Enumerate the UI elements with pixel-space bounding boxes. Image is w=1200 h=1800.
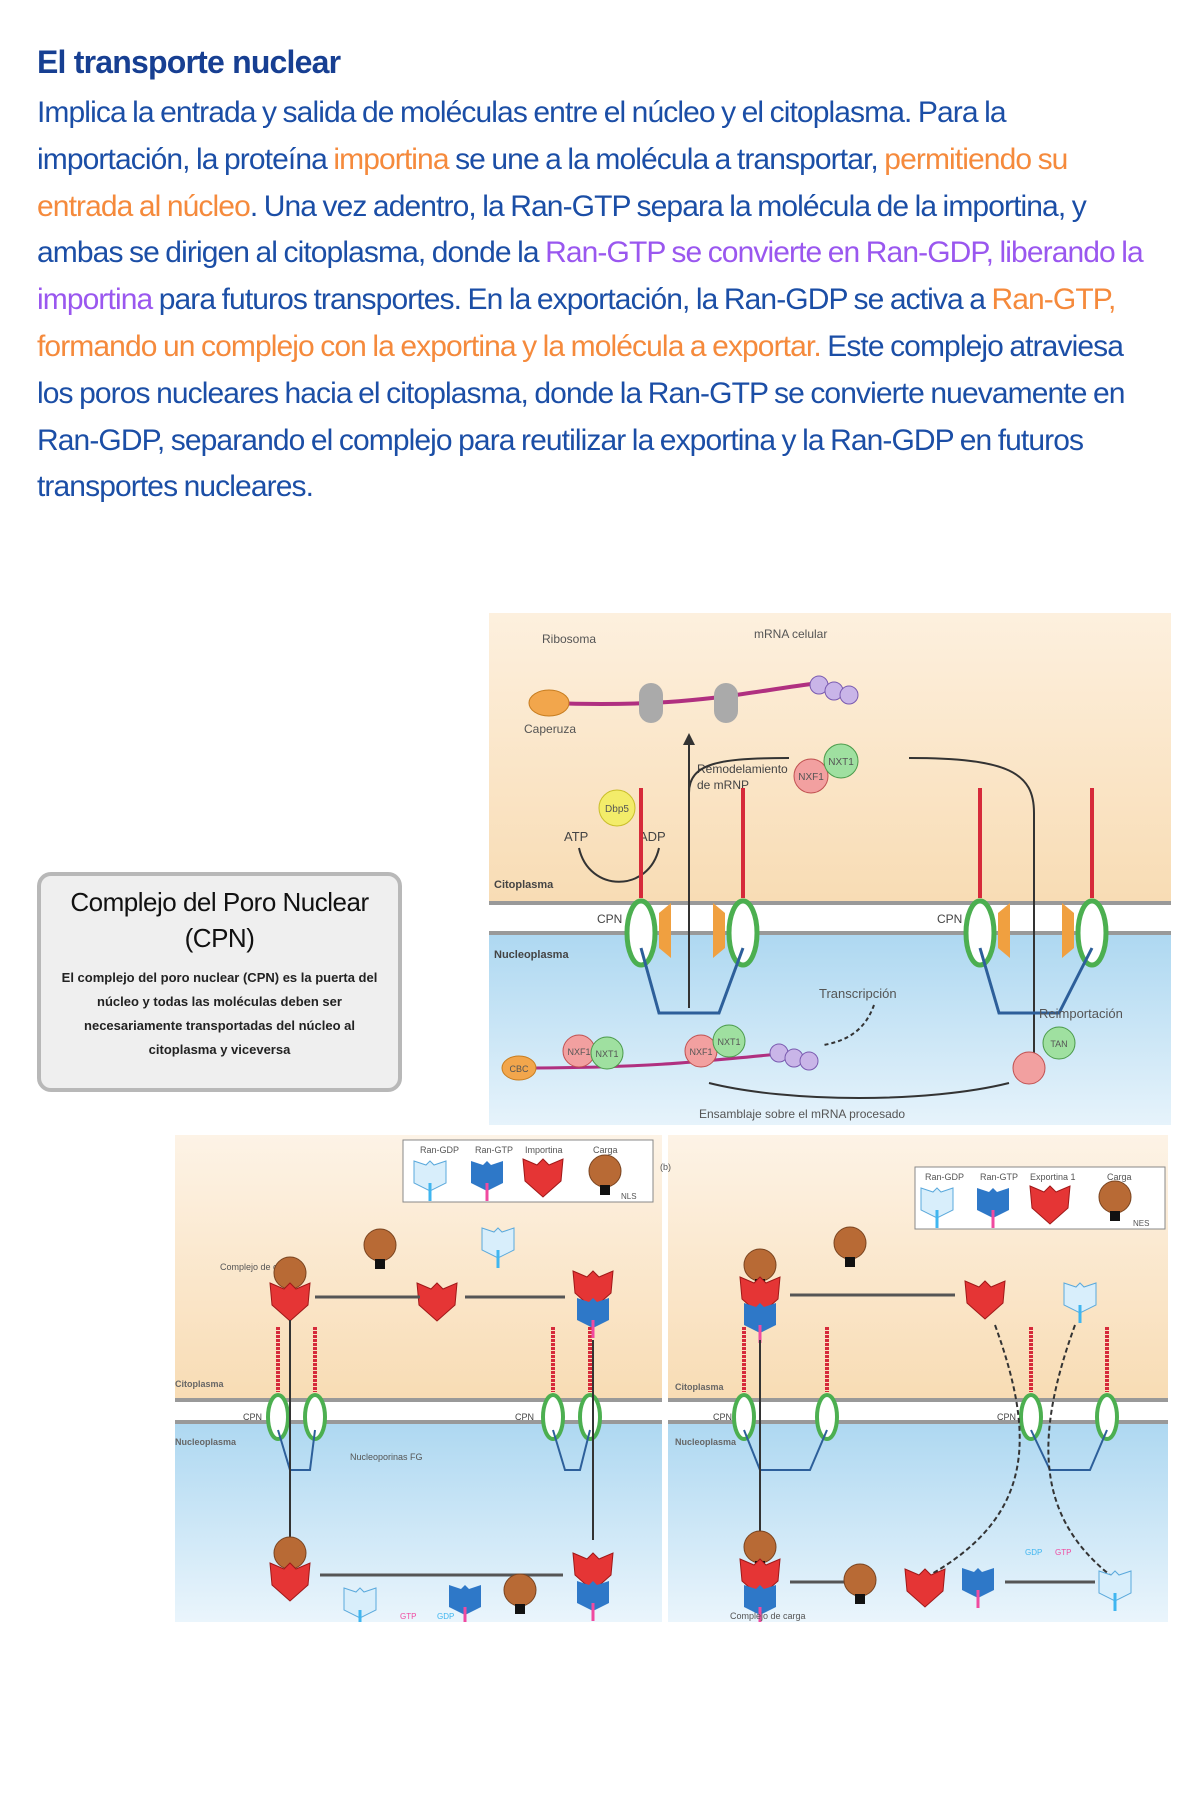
- body-paragraph: Implica la entrada y salida de moléculas…: [37, 90, 1157, 511]
- label-cbc: CBC: [509, 1064, 529, 1074]
- text-segment: . Una vez adentro, la Ran-GTP separa la …: [37, 189, 1087, 270]
- label-nxt1: NXT1: [828, 757, 854, 768]
- highlight-importina: importina: [333, 142, 449, 176]
- label-nls: NLS: [621, 1192, 637, 1201]
- label-reimportacion: Reimportación: [1039, 1006, 1123, 1021]
- cpn-box-title: Complejo del Poro Nuclear (CPN): [70, 887, 369, 953]
- legend-carga: Carga: [593, 1145, 618, 1155]
- label-cpn: CPN: [997, 1412, 1016, 1422]
- label-cpn: CPN: [243, 1412, 262, 1422]
- label-de-mrnp: de mRNP: [697, 778, 749, 792]
- caperuza-shape: [528, 689, 570, 717]
- legend-carga: Carga: [1107, 1172, 1132, 1182]
- cpn-box-body: El complejo del poro nuclear (CPN) es la…: [61, 970, 378, 1057]
- label-adp: ADP: [639, 829, 666, 844]
- label-nucleoporinas: Nucleoporinas FG: [350, 1452, 423, 1462]
- label-ribosoma: Ribosoma: [542, 632, 596, 646]
- nxf1-node: NXF1: [793, 758, 829, 794]
- label-citoplasma: Citoplasma: [675, 1382, 725, 1392]
- text-segment: Implica la entrada y salida de moléculas…: [37, 96, 1007, 176]
- text-segment: Este complejo atraviesa los poros nuclea…: [37, 329, 1125, 504]
- label-nxf1: NXF1: [798, 772, 824, 783]
- protein-cluster: [809, 675, 859, 705]
- label-dbp5: Dbp5: [605, 804, 629, 815]
- legend-importina: Importina: [525, 1145, 563, 1155]
- nxf1-node: NXF1: [562, 1034, 596, 1068]
- legend-export: Ran-GDP Ran-GTP Exportina 1 Carga NES: [914, 1166, 1166, 1230]
- page-title: El transporte nuclear: [37, 44, 341, 80]
- nxt1-node: NXT1: [823, 743, 859, 779]
- nxt1-node: NXT1: [712, 1024, 746, 1058]
- legend-import: Ran-GDP Ran-GTP Importina Carga NLS: [402, 1139, 654, 1203]
- label-citoplasma: Citoplasma: [494, 879, 554, 891]
- label-nucleoplasma: Nucleoplasma: [675, 1437, 737, 1447]
- label-cpn: CPN: [937, 912, 962, 926]
- ribosome-shape: [639, 683, 663, 723]
- mrna-export-diagram: Ribosoma mRNA celular Caperuza Remodelam…: [489, 613, 1171, 1125]
- nxt1-node: NXT1: [590, 1036, 624, 1070]
- nxf1-node: [1012, 1051, 1046, 1085]
- label-transcripcion: Transcripción: [819, 986, 897, 1001]
- label-complejo-carga: Complejo de carga: [220, 1262, 296, 1272]
- highlight-ran-conversion: Ran-GTP se convierte en Ran-GDP, liberan…: [37, 236, 1144, 317]
- legend-ran-gdp: Ran-GDP: [420, 1145, 459, 1155]
- highlight-entrada: permitiendo su entrada al núcleo: [37, 142, 1068, 223]
- protein-cluster: [769, 1043, 819, 1071]
- highlight-exportacion: Ran-GTP, formando un complejo con la exp…: [37, 283, 1116, 363]
- panel-b-label: (b): [660, 1162, 671, 1172]
- label-gtp: GTP: [400, 1612, 416, 1621]
- label-ensamblaje: Ensamblaje sobre el mRNA procesado: [699, 1107, 905, 1121]
- legend-ran-gtp: Ran-GTP: [980, 1172, 1018, 1182]
- label-caperuza: Caperuza: [524, 722, 576, 736]
- label-gdp: GDP: [437, 1612, 454, 1621]
- nxf1-node: NXF1: [684, 1034, 718, 1068]
- cbc-node: CBC: [501, 1055, 537, 1081]
- dbp5-node: Dbp5: [598, 789, 636, 827]
- label-nxf1: NXF1: [567, 1047, 590, 1057]
- label-atp: ATP: [564, 829, 588, 844]
- label-nucleoplasma: Nucleoplasma: [175, 1437, 237, 1447]
- legend-ran-gtp: Ran-GTP: [475, 1145, 513, 1155]
- label-mrna-celular: mRNA celular: [754, 627, 827, 641]
- tan-node: TAN: [1042, 1026, 1076, 1060]
- label-nxt1: NXT1: [717, 1037, 740, 1047]
- label-cpn: CPN: [515, 1412, 534, 1422]
- label-cpn: CPN: [597, 912, 622, 926]
- text-segment: para futuros transportes. En la exportac…: [152, 283, 992, 317]
- label-nxf1: NXF1: [689, 1047, 712, 1057]
- cpn-info-box: Complejo del Poro Nuclear (CPN) El compl…: [37, 872, 402, 1092]
- label-nxt1: NXT1: [595, 1049, 618, 1059]
- legend-ran-gdp: Ran-GDP: [925, 1172, 964, 1182]
- text-segment: se une a la molécula a transportar,: [448, 142, 885, 176]
- label-gdp: GDP: [1025, 1548, 1042, 1557]
- label-tan: TAN: [1050, 1039, 1067, 1049]
- label-cpn: CPN: [713, 1412, 732, 1422]
- label-complejo-carga: Complejo de carga: [730, 1611, 806, 1621]
- ribosome-shape: [714, 683, 738, 723]
- label-remodelamiento: Remodelamiento: [697, 762, 788, 776]
- label-nucleoplasma: Nucleoplasma: [494, 949, 569, 961]
- legend-exportina: Exportina 1: [1030, 1172, 1076, 1182]
- label-gtp: GTP: [1055, 1548, 1071, 1557]
- label-citoplasma: Citoplasma: [175, 1379, 225, 1389]
- nuclear-transport-diagram: Ran-GDP Ran-GTP Importina Carga NLS (b) …: [175, 1135, 1168, 1622]
- label-nes: NES: [1133, 1219, 1149, 1228]
